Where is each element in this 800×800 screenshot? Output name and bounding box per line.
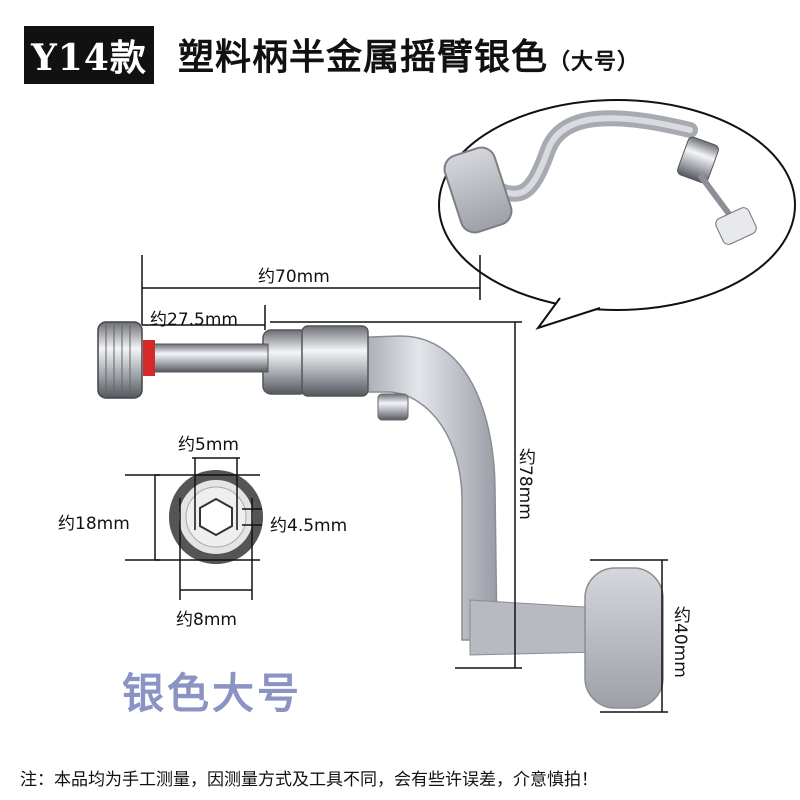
dim-hex-inner: 约5mm	[178, 435, 239, 455]
product-title: 塑料柄半金属摇臂银色（大号）	[178, 28, 640, 80]
color-label: 银色大号	[122, 669, 303, 718]
dim-knob-length: 约40mm	[670, 606, 690, 678]
dim-total-width: 约70mm	[258, 267, 330, 287]
dim-hole-size: 约4.5mm	[270, 516, 348, 536]
inset-handle-image	[443, 110, 757, 245]
dim-hex-outer: 约18mm	[58, 514, 130, 534]
dim-shaft-length: 约27.5mm	[150, 310, 238, 330]
dimension-lines	[141, 255, 668, 713]
title-text: 塑料柄半金属摇臂银色	[178, 36, 549, 78]
dim-arm-height: 约78mm	[515, 448, 535, 520]
main-handle-image	[97, 321, 664, 709]
dim-bore: 约8mm	[176, 610, 237, 630]
hex-socket-diagram	[125, 457, 263, 600]
disclaimer-note: 注：本品均为手工测量，因测量方式及工具不同，会有些许误差，介意慎拍！	[20, 770, 598, 790]
detail-bubble	[438, 99, 796, 330]
model-badge: Y14款	[24, 26, 154, 84]
size-suffix: （大号）	[548, 49, 641, 75]
